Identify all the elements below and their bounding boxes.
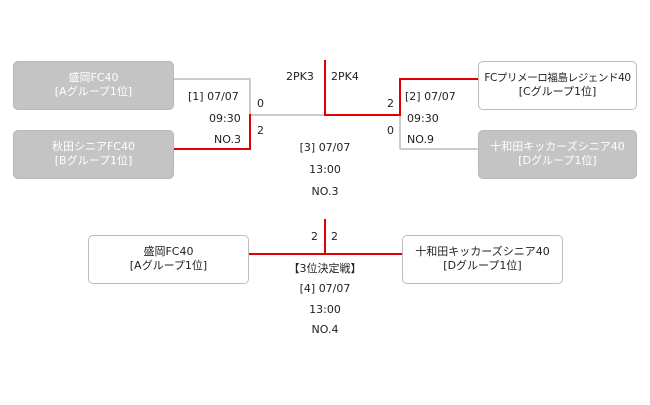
winner-line [400, 78, 478, 80]
team-box-fukushima[interactable]: FCプリメーロ福島レジェンド40 [Cグループ1位] [478, 61, 637, 110]
match-info: [3] 07/07 [295, 141, 355, 155]
match-venue: NO.3 [311, 185, 339, 198]
team-group: [Bグループ1位] [54, 154, 133, 167]
score: 2 [311, 230, 318, 243]
match-date: 07/07 [424, 90, 456, 103]
winner-line [249, 114, 251, 150]
match-time: 13:00 [309, 163, 341, 176]
team-box-akita[interactable]: 秋田シニアFC40 [Bグループ1位] [13, 130, 174, 179]
score: 0 [257, 97, 264, 110]
match-no: [2] [405, 90, 421, 103]
team-name: 十和田キッカーズシニア40 [490, 140, 625, 153]
bracket-line [251, 114, 325, 116]
match-venue: NO.4 [311, 323, 339, 336]
match-venue: NO.3 [214, 133, 241, 146]
winner-line [174, 148, 251, 150]
team-name: 盛岡FC40 [68, 71, 119, 84]
team-box-morioka-third[interactable]: 盛岡FC40 [Aグループ1位] [88, 235, 249, 284]
champion-line [324, 60, 326, 116]
bracket-line [399, 116, 401, 149]
winner-line [324, 219, 326, 254]
team-group: [Aグループ1位] [54, 85, 133, 98]
match-date: 07/07 [318, 282, 351, 295]
third-place-title: 【3位決定戦】 [288, 262, 362, 275]
winner-line [325, 114, 400, 116]
match-no: [3] [299, 141, 316, 154]
team-group: [Cグループ1位] [518, 85, 597, 98]
match-venue: NO.9 [407, 133, 434, 146]
bracket-line [174, 78, 251, 80]
bracket-line [400, 148, 478, 150]
match-no: [1] [188, 90, 204, 103]
team-name: 秋田シニアFC40 [51, 140, 135, 153]
pk-score: 2PK4 [331, 70, 359, 83]
match-info: [4] 07/07 [295, 282, 355, 296]
match-info: [1] 07/07 [188, 90, 239, 104]
team-box-towada[interactable]: 十和田キッカーズシニア40 [Dグループ1位] [478, 130, 637, 179]
score: 2 [331, 230, 338, 243]
team-name: FCプリメーロ福島レジェンド40 [484, 72, 631, 84]
bracket-line [249, 78, 251, 115]
match-date: 07/07 [318, 141, 351, 154]
team-box-morioka[interactable]: 盛岡FC40 [Aグループ1位] [13, 61, 174, 110]
team-group: [Dグループ1位] [443, 259, 522, 272]
score: 2 [257, 124, 264, 137]
score: 0 [387, 124, 394, 137]
match-time: 09:30 [209, 112, 241, 125]
winner-line [249, 253, 402, 255]
match-time: 13:00 [309, 303, 341, 316]
team-group: [Dグループ1位] [518, 154, 597, 167]
winner-line [399, 78, 401, 116]
team-box-towada-third[interactable]: 十和田キッカーズシニア40 [Dグループ1位] [402, 235, 563, 284]
team-name: 盛岡FC40 [143, 245, 194, 258]
pk-score: 2PK3 [286, 70, 314, 83]
match-date: 07/07 [207, 90, 239, 103]
match-no: [4] [299, 282, 316, 295]
team-name: 十和田キッカーズシニア40 [415, 245, 550, 258]
match-time: 09:30 [407, 112, 439, 125]
team-group: [Aグループ1位] [129, 259, 208, 272]
match-info: [2] 07/07 [405, 90, 456, 104]
score: 2 [387, 97, 394, 110]
